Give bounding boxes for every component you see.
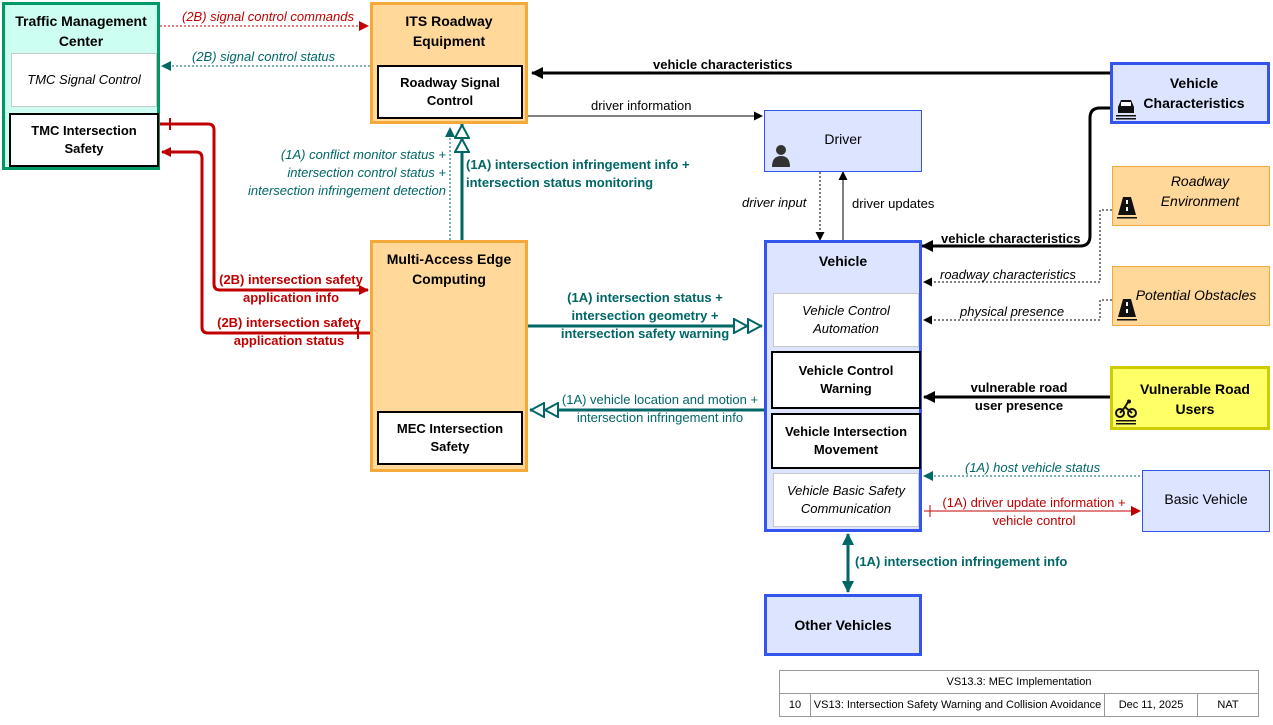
title-block-date: Dec 11, 2025	[1104, 693, 1198, 717]
person-icon	[772, 145, 790, 167]
its-title: ITS Roadway Equipment	[405, 13, 493, 49]
flow-app-info: (2B) intersection safety application inf…	[219, 272, 363, 305]
flow-infringement-text: (1A) intersection infringement info + in…	[466, 157, 690, 190]
driver[interactable]: Driver	[764, 110, 922, 172]
road-icon	[1117, 197, 1137, 219]
vehicle-control-automation[interactable]: Vehicle Control Automation	[773, 293, 919, 347]
vehicle-title: Vehicle	[818, 253, 868, 269]
flow-vehicle-location: (1A) vehicle location and motion + inter…	[561, 392, 759, 425]
vehicle[interactable]: Vehicle Vehicle Control Automation Vehic…	[764, 240, 922, 532]
flow-vru-presence: vulnerable road user presence	[970, 380, 1068, 413]
flow-intersection-infringement-info: (1A) intersection infringement info + in…	[466, 156, 702, 192]
title-block-title: VS13.3: MEC Implementation	[779, 670, 1259, 694]
basic-vehicle[interactable]: Basic Vehicle	[1142, 470, 1270, 532]
vehicle-intersection-movement[interactable]: Vehicle Intersection Movement	[771, 413, 921, 469]
flow-driver-information: driver information	[591, 98, 692, 113]
vehicle-control-warning[interactable]: Vehicle Control Warning	[771, 351, 921, 409]
potential-obstacles[interactable]: Potential Obstacles	[1112, 266, 1270, 326]
title-block-number: 10	[779, 693, 811, 717]
flow-app-status: (2B) intersection safety application sta…	[217, 315, 361, 348]
bicycle-icon	[1115, 399, 1137, 425]
mec-title: Multi-Access Edge Computing	[386, 251, 512, 287]
vehicle-characteristics-title: Vehicle Characteristics	[1143, 75, 1245, 111]
vru-title: Vulnerable Road Users	[1140, 381, 1250, 417]
its-roadway-equipment[interactable]: ITS Roadway Equipment Roadway Signal Con…	[370, 2, 528, 124]
other-vehicles-title: Other Vehicles	[794, 617, 892, 633]
flow-host-vehicle-status: (1A) host vehicle status	[965, 460, 1101, 475]
roadway-signal-control[interactable]: Roadway Signal Control	[377, 65, 523, 119]
flow-roadway-characteristics: roadway characteristics	[940, 267, 1076, 282]
flow-vehicle-characteristics-top: vehicle characteristics	[653, 57, 793, 72]
driver-title: Driver	[824, 131, 862, 147]
roadway-environment[interactable]: Roadway Environment	[1112, 166, 1270, 226]
flow-physical-presence: physical presence	[960, 304, 1065, 319]
flow-vehicle-characteristics: vehicle characteristics	[941, 231, 1081, 246]
flow-driver-updates: driver updates	[852, 196, 935, 211]
roadway-environment-title: Roadway Environment	[1160, 173, 1240, 209]
flow-driver-input: driver input	[742, 195, 807, 210]
title-block: VS13.3: MEC Implementation 10 VS13: Inte…	[779, 670, 1259, 717]
mec-intersection-safety[interactable]: MEC Intersection Safety	[377, 411, 523, 465]
flow-driver-update-info: (1A) driver update information + vehicle…	[942, 495, 1126, 528]
potential-obstacles-title: Potential Obstacles	[1135, 287, 1257, 303]
road-icon	[1117, 299, 1137, 321]
vehicle-characteristics[interactable]: Vehicle Characteristics	[1110, 62, 1270, 124]
tmc-title: Traffic Management Center	[15, 13, 147, 49]
flow-signal-control-commands: (2B) signal control commands	[182, 9, 354, 24]
other-vehicles[interactable]: Other Vehicles	[764, 594, 922, 656]
flow-other-infringement: (1A) intersection infringement info	[855, 554, 1068, 569]
multi-access-edge-computing[interactable]: Multi-Access Edge Computing MEC Intersec…	[370, 240, 528, 472]
car-icon	[1116, 100, 1136, 120]
flow-intersection-status: (1A) intersection status + intersection …	[560, 290, 730, 341]
basic-vehicle-title: Basic Vehicle	[1164, 491, 1248, 507]
title-block-service: VS13: Intersection Safety Warning and Co…	[810, 693, 1105, 717]
vehicle-basic-safety-communication[interactable]: Vehicle Basic Safety Communication	[773, 473, 919, 527]
traffic-management-center[interactable]: Traffic Management Center TMC Signal Con…	[2, 2, 160, 170]
vulnerable-road-users[interactable]: Vulnerable Road Users	[1110, 366, 1270, 430]
flow-conflict-monitor-status: (1A) conflict monitor status + intersect…	[247, 147, 446, 198]
tmc-intersection-safety[interactable]: TMC Intersection Safety	[9, 113, 159, 167]
flow-signal-control-status: (2B) signal control status	[192, 49, 336, 64]
tmc-signal-control[interactable]: TMC Signal Control	[11, 53, 157, 107]
title-block-scope: NAT	[1197, 693, 1259, 717]
